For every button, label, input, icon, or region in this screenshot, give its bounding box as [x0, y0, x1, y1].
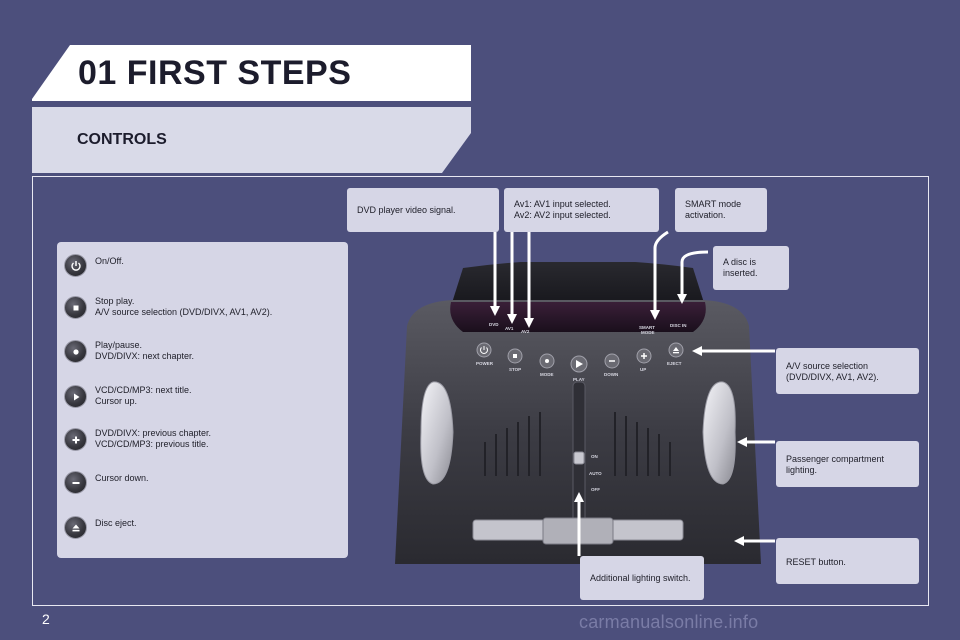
smart-mode-indicator-label: SMART: [639, 325, 655, 330]
stop-button[interactable]: STOP: [507, 348, 523, 372]
up-button[interactable]: UP: [636, 348, 652, 372]
control-description: DVD/DIVX: next chapter.: [95, 351, 195, 361]
callout-text: RESET button.: [786, 557, 846, 567]
callout-disc-in: A disc is inserted.: [713, 246, 789, 290]
callout-text: A/V source selection: [786, 361, 869, 371]
callout-text: activation.: [685, 210, 726, 220]
svg-text:POWER: POWER: [476, 361, 494, 366]
control-label: On/Off.: [95, 256, 124, 266]
switch-on-label: ON: [591, 454, 598, 459]
svg-text:UP: UP: [640, 367, 646, 372]
section-title: CONTROLS: [77, 131, 167, 148]
dvd-player-illustration: DVD AV1 AV2 SMART MODE DISC IN POWER STO…: [395, 262, 761, 564]
housing-top: [451, 262, 705, 306]
callout-text: Av2: AV2 input selected.: [514, 210, 611, 220]
down-button[interactable]: DOWN: [604, 353, 620, 377]
callout-smart-mode: SMART mode activation.: [675, 188, 767, 232]
subtitle-banner: [32, 107, 471, 173]
callout-text: Additional lighting switch.: [590, 573, 691, 583]
av2-indicator-label: AV2: [521, 329, 530, 334]
svg-text:EJECT: EJECT: [667, 361, 682, 366]
callout-text: inserted.: [723, 268, 758, 278]
callout-dvd-signal: DVD player video signal.: [347, 188, 499, 232]
control-label: DVD/DIVX: previous chapter.: [95, 428, 212, 438]
callout-text: Passenger compartment: [786, 454, 885, 464]
control-label: VCD/CD/MP3: next title.: [95, 385, 192, 395]
page-title: 01 FIRST STEPS: [78, 54, 352, 92]
svg-text:DOWN: DOWN: [604, 372, 618, 377]
play-pause-icon: [64, 340, 87, 363]
callout-text: DVD player video signal.: [357, 205, 456, 215]
control-label: Disc eject.: [95, 518, 137, 528]
title-banner: [32, 45, 471, 101]
eject-button[interactable]: EJECT: [667, 342, 684, 366]
left-vent-slots: [484, 412, 541, 476]
indicator-strip: [450, 302, 706, 332]
power-icon: [64, 254, 87, 277]
callout-av-source: A/V source selection (DVD/DIVX, AV1, AV2…: [776, 348, 919, 394]
callout-reset: RESET button.: [776, 538, 919, 584]
eject-icon: [64, 516, 87, 539]
right-vent-slots: [614, 412, 671, 476]
callout-text: SMART mode: [685, 199, 742, 209]
control-description: Cursor up.: [95, 396, 138, 406]
stop-icon: [64, 296, 87, 319]
mode-button[interactable]: MODE: [539, 353, 555, 377]
svg-text:PLAY: PLAY: [573, 377, 585, 382]
switch-auto-label: AUTO: [589, 471, 602, 476]
left-reading-lamp[interactable]: [420, 381, 454, 485]
av1-indicator-label: AV1: [505, 326, 514, 331]
controls-legend: On/Off. Stop play. A/V source selection …: [57, 242, 348, 558]
svg-text:STOP: STOP: [509, 367, 521, 372]
switch-off-label: OFF: [591, 487, 600, 492]
plus-icon: [64, 428, 87, 451]
callout-av-inputs: Av1: AV1 input selected. Av2: AV2 input …: [504, 188, 659, 232]
play-icon: [64, 385, 87, 408]
watermark: carmanualsonline.info: [579, 612, 759, 632]
callout-text: (DVD/DIVX, AV1, AV2).: [786, 372, 879, 382]
play-button[interactable]: PLAY: [570, 355, 588, 382]
callout-lighting-switch: Additional lighting switch.: [580, 556, 704, 600]
control-label: Stop play.: [95, 296, 135, 306]
page-number: 2: [42, 611, 50, 627]
control-description: VCD/CD/MP3: previous title.: [95, 439, 209, 449]
right-reading-lamp[interactable]: [702, 381, 736, 485]
smart-mode-indicator-label-2: MODE: [641, 330, 655, 335]
callout-text: A disc is: [723, 257, 757, 267]
control-description: A/V source selection (DVD/DIVX, AV1, AV2…: [95, 307, 273, 317]
control-label: Play/pause.: [95, 340, 143, 350]
content-frame: [32, 176, 929, 606]
callout-passenger-lighting: Passenger compartment lighting.: [776, 441, 919, 487]
minus-icon: [64, 471, 87, 494]
power-button[interactable]: POWER: [476, 342, 494, 366]
control-label: Cursor down.: [95, 473, 149, 483]
callout-text: Av1: AV1 input selected.: [514, 199, 611, 209]
callout-text: lighting.: [786, 465, 818, 475]
disc-in-indicator-label: DISC IN: [670, 323, 687, 328]
svg-text:MODE: MODE: [540, 372, 554, 377]
dvd-indicator-label: DVD: [489, 322, 499, 327]
